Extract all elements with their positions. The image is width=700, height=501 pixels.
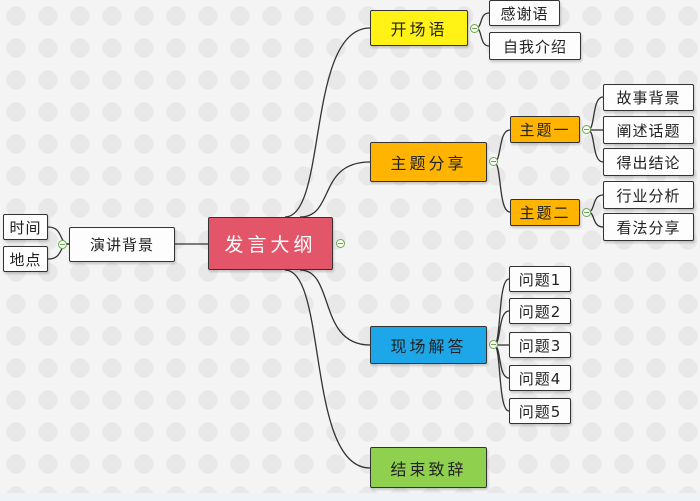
collapse-toggle-icon[interactable] <box>58 240 67 249</box>
leaf-opinion-sharing[interactable]: 看法分享 <box>603 213 694 241</box>
collapse-toggle-icon[interactable] <box>582 125 591 134</box>
collapse-toggle-icon[interactable] <box>582 208 591 217</box>
bottom-strip <box>0 493 700 501</box>
connector-root-closing <box>284 269 371 469</box>
root-topic[interactable]: 发言大纲 <box>208 217 333 270</box>
leaf-question-2[interactable]: 问题2 <box>509 298 571 324</box>
leaf-location[interactable]: 地点 <box>3 246 48 272</box>
topic-sharing[interactable]: 主题分享 <box>370 142 487 182</box>
connector-root-sharing <box>299 161 371 218</box>
topic-background[interactable]: 演讲背景 <box>69 227 175 262</box>
connector-root-qa <box>299 269 371 346</box>
topic-closing[interactable]: 结束致辞 <box>370 447 487 488</box>
topic-opening[interactable]: 开场语 <box>370 10 468 46</box>
topic-qa[interactable]: 现场解答 <box>370 326 487 364</box>
leaf-story-background[interactable]: 故事背景 <box>603 84 694 111</box>
leaf-question-1[interactable]: 问题1 <box>509 266 571 292</box>
subtopic-one[interactable]: 主题一 <box>510 116 580 143</box>
collapse-toggle-icon[interactable] <box>489 340 498 349</box>
connector-root-opening <box>284 27 371 218</box>
leaf-self-intro[interactable]: 自我介绍 <box>489 32 581 60</box>
leaf-time[interactable]: 时间 <box>3 214 48 240</box>
leaf-question-5[interactable]: 问题5 <box>509 398 571 424</box>
connector-one-story <box>587 96 604 131</box>
leaf-question-4[interactable]: 问题4 <box>509 365 571 391</box>
leaf-thanks[interactable]: 感谢语 <box>489 0 560 26</box>
subtopic-two[interactable]: 主题二 <box>510 199 580 226</box>
collapse-toggle-icon[interactable] <box>470 24 479 33</box>
leaf-explain-topic[interactable]: 阐述话题 <box>603 116 694 144</box>
leaf-industry-analysis[interactable]: 行业分析 <box>603 181 694 209</box>
leaf-question-3[interactable]: 问题3 <box>509 332 571 358</box>
collapse-toggle-icon[interactable] <box>489 157 498 166</box>
collapse-toggle-icon[interactable] <box>336 239 345 248</box>
connector-sharing-two <box>493 161 511 213</box>
connector-one-conclusion <box>587 129 604 163</box>
leaf-conclusion[interactable]: 得出结论 <box>603 148 694 176</box>
